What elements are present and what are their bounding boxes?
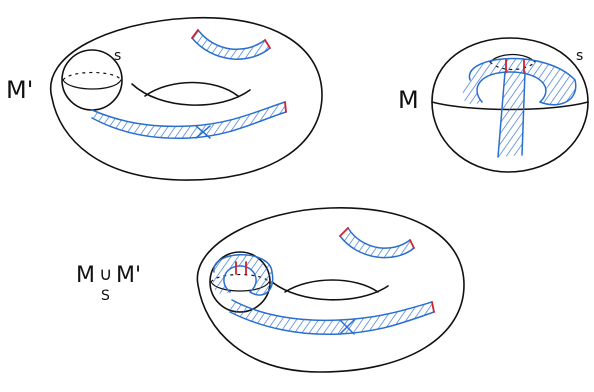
torus-m-prime-outline <box>51 18 322 180</box>
label-m-prime: M' <box>6 76 33 104</box>
label-m: M <box>398 86 419 114</box>
label-union-right: M' <box>116 263 141 288</box>
band-arc-left <box>192 30 270 59</box>
torus-m-prime-hole-upper <box>145 83 238 97</box>
band-long-left <box>92 102 286 138</box>
torus-union-outline <box>197 208 464 372</box>
torus-union-hole-lower <box>272 282 388 300</box>
sphere-s-left <box>62 50 122 110</box>
torus-m-prime <box>51 18 322 180</box>
band-long-union <box>230 300 434 334</box>
label-union-left: M <box>76 263 95 288</box>
label-s-first: s <box>114 48 121 64</box>
label-union: M ∪ S M' <box>76 263 141 304</box>
torus-m-prime-hole-lower <box>132 84 250 105</box>
band-arc-union <box>340 228 414 258</box>
sphere-s-union <box>210 252 273 312</box>
ball-m <box>432 38 588 172</box>
label-s-second: s <box>576 48 583 64</box>
torus-union <box>197 208 464 372</box>
torus-union-hole-upper <box>285 280 378 292</box>
label-union-cup: ∪ <box>99 264 112 285</box>
label-union-sub: S <box>101 288 110 304</box>
